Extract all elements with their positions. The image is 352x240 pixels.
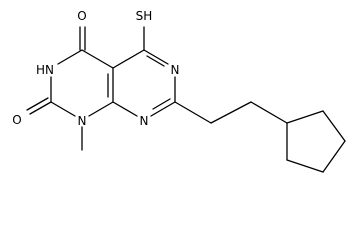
atom-o-left: O — [12, 113, 21, 127]
bond-c4-c4a — [81, 49, 114, 69]
bond-c2-o-left-a — [29, 101, 52, 115]
atom-o-top: O — [77, 9, 86, 23]
bond-ch2a-ch2b — [210, 101, 252, 124]
bond-c7-n8-inner — [152, 98, 171, 110]
bond-c5-n6-inner — [146, 55, 165, 67]
bond-cp-1-2 — [286, 110, 324, 124]
structure-drawing: SH O HN N O N N — [12, 9, 346, 173]
bonds — [26, 26, 346, 173]
atom-labels: SH O HN N O N N — [12, 9, 179, 128]
bond-c2-o-left-b — [26, 97, 49, 111]
bond-c7-ch2a — [174, 101, 212, 124]
bond-c4a-c5 — [112, 49, 145, 69]
bond-c7-n8 — [150, 101, 176, 117]
bond-n8-c8a — [112, 101, 138, 117]
atom-nh: HN — [36, 63, 54, 77]
molecule-diagram: SH O HN N O N N — [12, 9, 346, 173]
bond-cp-2-3 — [322, 110, 346, 142]
atom-n-lower: N — [140, 114, 149, 128]
bond-n1-c2 — [50, 101, 76, 117]
bond-cp-4-5 — [286, 159, 324, 173]
bond-ch2b-cp — [250, 101, 288, 124]
atom-sh: SH — [136, 9, 153, 23]
bond-n3-c4 — [57, 49, 83, 65]
atom-n-upper: N — [171, 63, 180, 77]
atom-n-methyl: N — [78, 114, 87, 128]
bond-c5-n6 — [143, 49, 169, 65]
bond-c8a-n1 — [88, 101, 114, 117]
bond-cp-3-4 — [322, 140, 346, 173]
